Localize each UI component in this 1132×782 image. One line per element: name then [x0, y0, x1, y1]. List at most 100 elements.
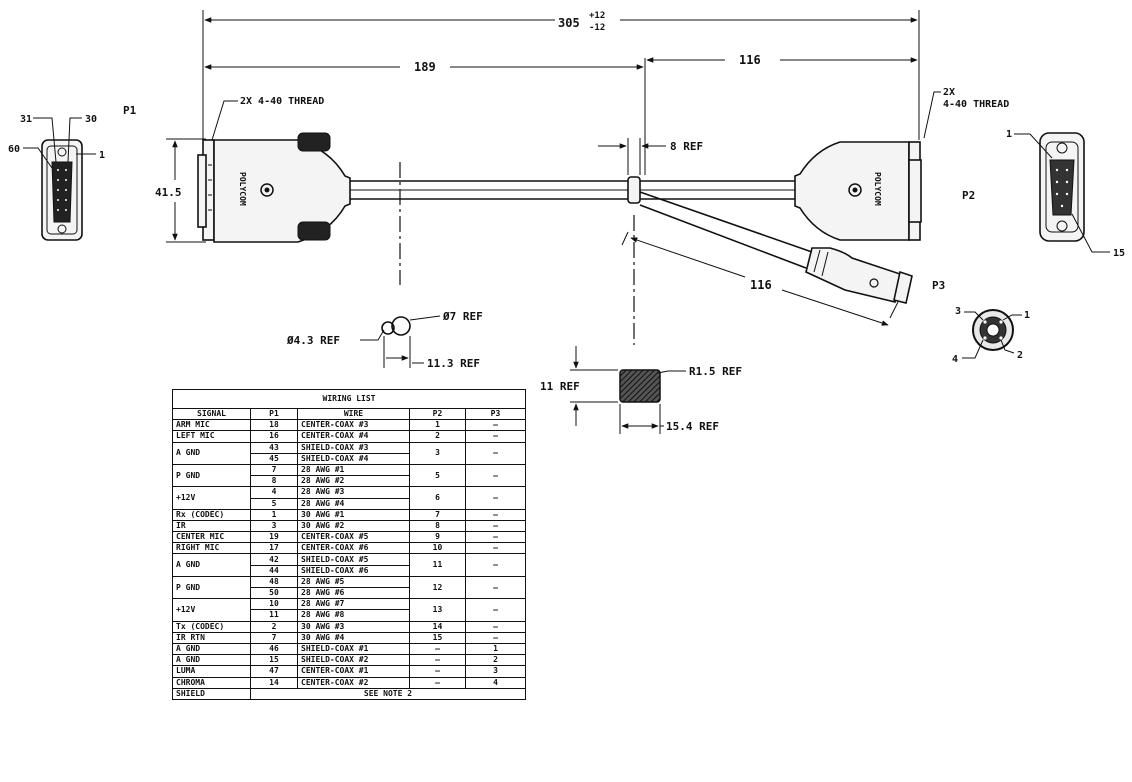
- cell-wire: CENTER-COAX #6: [297, 542, 410, 555]
- cell-signal: P GND: [172, 463, 251, 488]
- ferrite-detail: [360, 315, 441, 368]
- cell-p1: 50: [250, 586, 298, 600]
- split-ref-value: 8 REF: [670, 140, 703, 153]
- cell-signal: LUMA: [172, 665, 251, 678]
- cell-wire: 30 AWG #2: [297, 519, 410, 533]
- cell-p3: 4: [465, 676, 526, 689]
- cell-wire: 28 AWG #1: [297, 463, 410, 477]
- cell-p2: 6: [409, 486, 466, 510]
- cell-p1: 46: [250, 642, 298, 656]
- p1-connector-body: POLYCOM: [197, 132, 351, 243]
- cell-p1: 43: [250, 441, 298, 454]
- p2-connector-body: POLYCOM: [794, 141, 922, 241]
- cell-wire: CENTER-COAX #3: [297, 419, 410, 432]
- branch-cable: [639, 191, 913, 304]
- cell-signal: A GND: [172, 654, 251, 667]
- cell-signal: SHIELD: [172, 687, 251, 700]
- cell-signal: RIGHT MIC: [172, 542, 251, 555]
- header-signal: SIGNAL: [172, 407, 251, 421]
- cell-wire: SHIELD-COAX #6: [297, 564, 410, 577]
- cell-p3: 2: [465, 654, 526, 667]
- header-p1: P1: [250, 407, 298, 421]
- header-p2: P2: [409, 407, 466, 421]
- ferrite-large-dia: Ø7 REF: [442, 310, 483, 323]
- cell-p1: 45: [250, 452, 298, 465]
- block-width: 15.4 REF: [666, 420, 719, 433]
- wiring-list-caption: WIRING LIST: [172, 389, 526, 409]
- header-wire: WIRE: [297, 407, 410, 421]
- ferrite-spacing: 11.3 REF: [427, 357, 480, 370]
- cell-p1: 7: [250, 631, 298, 644]
- cell-wire: SHIELD-COAX #5: [297, 553, 410, 566]
- overall-tol-minus: -12: [589, 23, 605, 33]
- cell-p1: 4: [250, 486, 298, 499]
- cell-wire: 30 AWG #4: [297, 631, 410, 644]
- cell-p1: 16: [250, 430, 298, 443]
- cell-wire: 28 AWG #3: [297, 486, 410, 499]
- p3-pin-1: 1: [1024, 310, 1030, 321]
- cell-wire: CENTER-COAX #4: [297, 430, 410, 443]
- cell-signal: LEFT MIC: [172, 430, 251, 443]
- cell-p1: 44: [250, 564, 298, 577]
- cell-p3: 1: [465, 642, 526, 656]
- p1-pin-1: 1: [99, 150, 105, 161]
- p2-pin-1: 1: [1006, 129, 1012, 140]
- cell-p2: 3: [409, 441, 466, 465]
- cell-p3: —: [465, 486, 526, 510]
- block-height: 11 REF: [540, 380, 580, 393]
- cell-p2: —: [409, 665, 466, 678]
- cell-wire: CENTER-COAX #1: [297, 665, 410, 678]
- cell-p1: 5: [250, 497, 298, 510]
- branch-length-value: 116: [750, 278, 772, 292]
- p1-pin-31: 31: [20, 114, 32, 125]
- p1-height-dimension: 41.5: [155, 138, 206, 243]
- cell-p2: 8: [409, 519, 466, 533]
- cell-p2: 10: [409, 542, 466, 555]
- cell-p3: —: [465, 575, 526, 600]
- cell-signal: IR: [172, 519, 251, 533]
- table-row: SHIELD SEE NOTE 2: [172, 687, 526, 700]
- cell-wire: 28 AWG #5: [297, 575, 410, 589]
- cell-p1: 14: [250, 676, 298, 689]
- p3-pin-3: 3: [955, 306, 961, 317]
- cell-signal: Rx (CODEC): [172, 508, 251, 521]
- p1-thread-callout: 2X 4-40 THREAD: [240, 96, 324, 107]
- cell-p1: 2: [250, 620, 298, 633]
- p2-thread-callout: 4-40 THREAD: [943, 99, 1009, 110]
- cell-p1: 15: [250, 654, 298, 667]
- cell-wire: CENTER-COAX #2: [297, 676, 410, 689]
- main-cable: [350, 176, 795, 204]
- cell-wire: 28 AWG #2: [297, 475, 410, 488]
- block-radius: R1.5 REF: [689, 365, 742, 378]
- cell-p2: 14: [409, 620, 466, 633]
- cell-p3: —: [465, 598, 526, 622]
- cell-signal: +12V: [172, 598, 251, 622]
- cell-p2: 11: [409, 553, 466, 577]
- overall-length-value: 305: [558, 16, 580, 30]
- cell-p2: 1: [409, 419, 466, 432]
- cell-wire: 30 AWG #1: [297, 508, 410, 521]
- cell-p2: 2: [409, 430, 466, 443]
- p3-pin-4: 4: [952, 354, 958, 365]
- cell-wire: 28 AWG #7: [297, 598, 410, 611]
- p1-connector-label: P1: [123, 104, 137, 117]
- cell-p1: 10: [250, 598, 298, 611]
- cell-p1: 18: [250, 419, 298, 432]
- p1-end-view: [23, 117, 96, 241]
- cell-p2: 7: [409, 508, 466, 521]
- segment-dimensions: 189 116: [204, 53, 918, 175]
- cell-p1: 42: [250, 553, 298, 566]
